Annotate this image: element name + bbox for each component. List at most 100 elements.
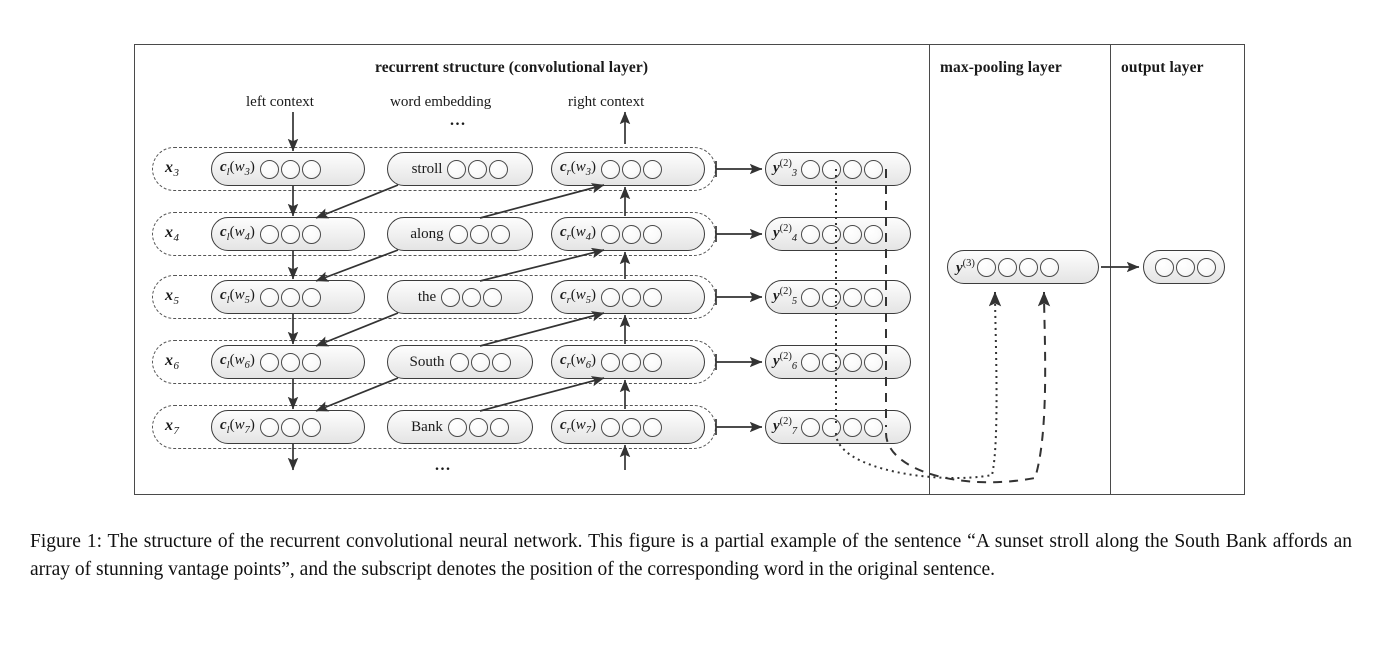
- right-context-node: [643, 287, 663, 307]
- word-embedding-node: [462, 287, 482, 307]
- word-embedding-node: [468, 417, 488, 437]
- row-label-x: x6: [165, 351, 179, 373]
- row-label-x: x3: [165, 158, 179, 180]
- recurrent-row: x6 cl(w6) South cr(w6): [152, 340, 716, 384]
- y2-vector-label: y(2)6: [773, 350, 798, 372]
- recurrent-row: x5 cl(w5) the cr(w5): [152, 275, 716, 319]
- max-pooling-node: [1018, 257, 1038, 277]
- word-embedding-nodes: [449, 352, 511, 372]
- left-context-box: cl(w3): [211, 152, 365, 186]
- y2-node: [822, 159, 842, 179]
- column-divider-maxpool: [929, 44, 930, 495]
- right-context-node: [601, 159, 621, 179]
- left-context-nodes: [259, 159, 321, 179]
- right-context-label: cr(w3): [560, 158, 597, 178]
- right-context-nodes: [601, 417, 663, 437]
- word-embedding-node: [448, 224, 468, 244]
- right-context-label: cr(w5): [560, 286, 597, 306]
- right-context-label: cr(w6): [560, 351, 597, 371]
- left-context-box: cl(w6): [211, 345, 365, 379]
- word-embedding-nodes: [447, 159, 509, 179]
- word-embedding-node: [483, 287, 503, 307]
- output-node: [1175, 257, 1195, 277]
- left-context-node: [301, 224, 321, 244]
- left-context-node: [259, 224, 279, 244]
- left-context-node: [259, 287, 279, 307]
- word-embedding-node: [491, 352, 511, 372]
- right-context-nodes: [601, 159, 663, 179]
- column-caption-left-context: left context: [246, 94, 314, 110]
- left-context-box: cl(w5): [211, 280, 365, 314]
- word-embedding-node: [447, 159, 467, 179]
- right-context-node: [622, 224, 642, 244]
- y2-node: [843, 352, 863, 372]
- y2-node: [864, 352, 884, 372]
- right-context-node: [643, 417, 663, 437]
- y2-node: [843, 287, 863, 307]
- word-embedding-node: [470, 352, 490, 372]
- right-context-box: cr(w6): [551, 345, 705, 379]
- word-embedding-label: along: [410, 225, 444, 242]
- left-context-label: cl(w5): [220, 286, 255, 306]
- ellipsis-top: ...: [450, 112, 467, 129]
- column-caption-word-embedding: word embedding: [390, 94, 492, 110]
- right-context-nodes: [601, 352, 663, 372]
- row-label-x: x4: [165, 223, 179, 245]
- word-embedding-node: [447, 417, 467, 437]
- left-context-box: cl(w7): [211, 410, 365, 444]
- word-embedding-label: the: [417, 288, 437, 305]
- y2-vector-label: y(2)4: [773, 222, 798, 244]
- left-context-node: [280, 417, 300, 437]
- right-context-nodes: [601, 287, 663, 307]
- left-context-label: cl(w3): [220, 158, 255, 178]
- left-context-node: [280, 287, 300, 307]
- y2-node: [801, 159, 821, 179]
- y2-vector: y(2)3: [765, 152, 911, 186]
- word-embedding-box: the: [387, 280, 533, 314]
- right-context-node: [601, 352, 621, 372]
- y2-node: [801, 417, 821, 437]
- word-embedding-label: stroll: [411, 160, 443, 177]
- y2-nodes: [801, 352, 884, 372]
- row-label-x: x5: [165, 286, 179, 308]
- right-context-box: cr(w4): [551, 217, 705, 251]
- recurrent-row: x3 cl(w3) stroll cr(w3): [152, 147, 716, 191]
- column-divider-output: [1110, 44, 1111, 495]
- right-context-node: [622, 417, 642, 437]
- output-node: [1196, 257, 1216, 277]
- left-context-label: cl(w6): [220, 351, 255, 371]
- left-context-node: [301, 287, 321, 307]
- right-context-node: [601, 417, 621, 437]
- word-embedding-label: Bank: [411, 418, 443, 435]
- word-embedding-box: Bank: [387, 410, 533, 444]
- left-context-node: [280, 352, 300, 372]
- left-context-node: [301, 352, 321, 372]
- word-embedding-box: South: [387, 345, 533, 379]
- y2-node: [822, 352, 842, 372]
- max-pooling-node: [976, 257, 996, 277]
- y2-nodes: [801, 224, 884, 244]
- y2-node: [843, 159, 863, 179]
- y2-node: [822, 224, 842, 244]
- right-context-box: cr(w3): [551, 152, 705, 186]
- y2-nodes: [801, 159, 884, 179]
- left-context-nodes: [259, 224, 321, 244]
- y2-node: [864, 224, 884, 244]
- y2-vector: y(2)4: [765, 217, 911, 251]
- left-context-node: [301, 159, 321, 179]
- right-context-node: [643, 352, 663, 372]
- max-pooling-vector: y(3): [947, 250, 1099, 284]
- right-context-box: cr(w7): [551, 410, 705, 444]
- y2-node: [822, 287, 842, 307]
- right-context-node: [601, 224, 621, 244]
- left-context-nodes: [259, 417, 321, 437]
- left-context-nodes: [259, 287, 321, 307]
- word-embedding-label: South: [409, 353, 445, 370]
- left-context-node: [259, 352, 279, 372]
- word-embedding-box: stroll: [387, 152, 533, 186]
- max-pooling-nodes: [976, 257, 1059, 277]
- right-context-node: [643, 224, 663, 244]
- left-context-node: [301, 417, 321, 437]
